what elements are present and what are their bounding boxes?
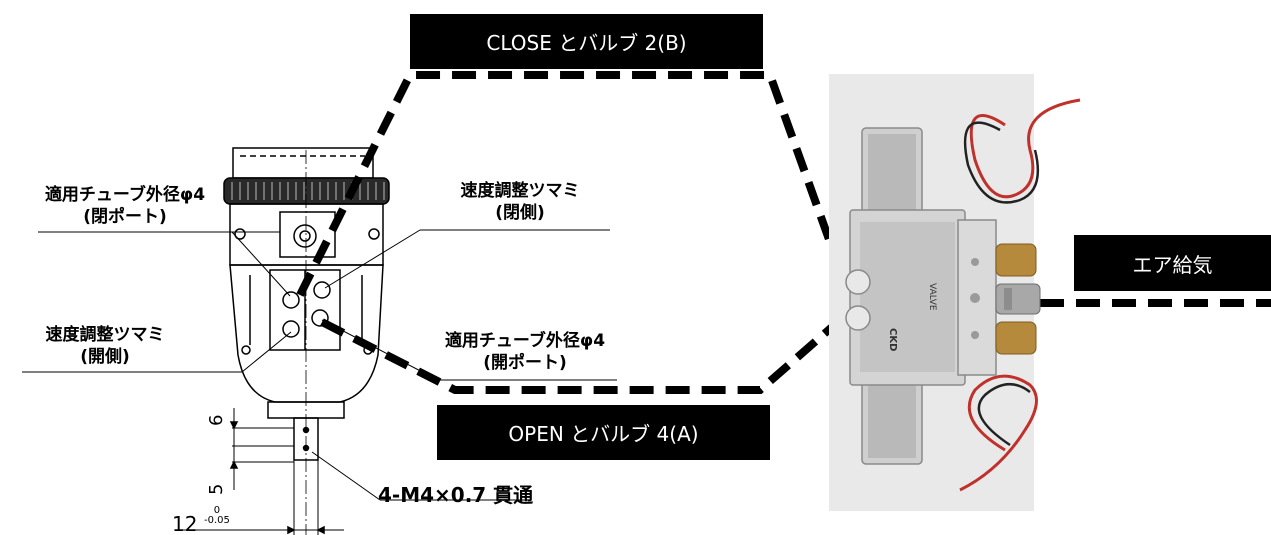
port-open [311,309,329,327]
silencer-top [995,243,1037,277]
wire-red-top [969,98,1081,199]
air-fitting [995,283,1041,315]
dimension-5: 5 [206,483,227,495]
tolerance-upper: 0 [213,505,221,516]
dimension-thread-spec: 4-M4×0.7 貫通 [378,483,534,507]
dimension-tolerance: 0 -0.05 [204,506,230,526]
callout-close-valve-2b: CLOSE とバルブ 2(B) [410,14,763,69]
label-speed-open-line2: (開側) [80,347,130,367]
label-speed-open-line1: 速度調整ツマミ [45,325,165,345]
label-speed-close-line1: 速度調整ツマミ [460,181,580,201]
label-tube-open-line1: 適用チューブ外径φ4 [444,331,606,351]
wire-red-bottom [959,374,1038,492]
close-connection-line [296,71,844,297]
label-tube-close-port: 適用チューブ外径φ4 (閉ポート) [30,184,220,228]
label-tube-close-line1: 適用チューブ外径φ4 [44,185,206,205]
valve-model-text: VALVE [927,283,937,311]
actuator-top-cap [232,147,374,179]
open-connection-line [320,316,843,394]
label-speed-close-line2: (閉側) [495,203,545,223]
label-tube-close-line2: (閉ポート) [83,207,167,227]
center-bolt [293,224,317,248]
side-screw-right [368,228,380,240]
port-close [282,291,300,309]
label-speed-knob-open: 速度調整ツマミ (開側) [10,324,200,368]
port-fitting-a [845,305,871,331]
dimension-6: 6 [206,414,227,426]
valve-photo: VALVE CKD [829,74,1081,511]
tolerance-lower: -0.05 [204,515,230,526]
knurled-ring [223,177,390,205]
top-plate [279,211,336,258]
silencer-bottom [995,321,1037,355]
speed-knob-close [313,281,331,299]
label-speed-knob-close: 速度調整ツマミ (閉側) [420,180,620,224]
wire-black-top [963,121,1040,204]
actuator-drawing [22,147,617,535]
label-tube-open-port: 適用チューブ外径φ4 (開ポート) [425,330,625,374]
port-fitting-b [845,269,871,295]
dimension-width-12: 12 [172,512,198,535]
callout-open-valve-4a: OPEN とバルブ 4(A) [437,405,770,460]
label-tube-open-line2: (開ポート) [483,353,567,373]
callout-air-supply: エア給気 [1074,235,1271,291]
connection-lines [296,71,1271,394]
wire-black-bottom [977,383,1031,447]
speed-knob-open [282,320,300,338]
valve-brand-text: CKD [887,328,898,351]
side-screw-left [234,228,246,240]
